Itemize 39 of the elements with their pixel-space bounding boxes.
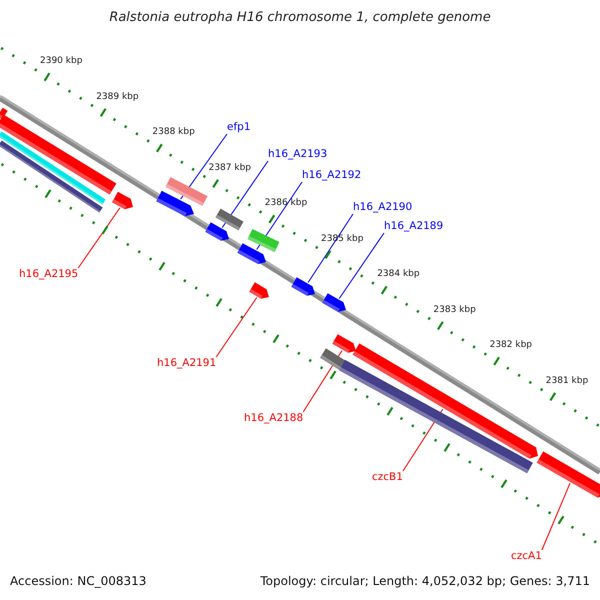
scale-label: 2388 kbp [152, 126, 195, 140]
gene-feature [205, 222, 229, 241]
gene-label: czcA1 [511, 550, 542, 563]
leader-line [216, 297, 258, 358]
gene-feature [322, 293, 346, 312]
leader-line [541, 482, 570, 550]
accession-text: Accession: NC_008313 [10, 575, 146, 588]
leader-line [222, 160, 268, 228]
scale-label: 2383 kbp [433, 304, 476, 317]
scale-label: 2382 kbp [490, 339, 532, 352]
gene-feature [536, 451, 600, 498]
gene-feature [112, 192, 133, 210]
gene-feature [332, 334, 356, 353]
gene-label: efp1 [227, 121, 251, 134]
scale-label: 2387 kbp [208, 162, 251, 175]
leader-line [180, 134, 228, 200]
leader-line [302, 350, 342, 412]
scale-label: 2384 kbp [377, 268, 420, 282]
gene-label: h16_A2188 [244, 412, 304, 425]
gene-feature [249, 282, 269, 299]
scale-label: 2389 kbp [96, 90, 139, 104]
map-title: Ralstonia eutropha H16 chromosome 1, complete genome [108, 11, 492, 24]
scale-label: 2390 kbp [40, 55, 82, 68]
gene-feature [237, 243, 266, 264]
gene-label: h16_A2189 [384, 220, 444, 233]
gene-label: czcB1 [372, 471, 403, 484]
gene-feature [291, 277, 315, 296]
scale-label: 2381 kbp [546, 374, 588, 388]
gene-label: h16_A2192 [302, 169, 362, 182]
gene-label: h16_A2195 [19, 268, 78, 281]
scale-label: 2386 kbp [264, 197, 308, 210]
gene-label: h16_A2191 [157, 357, 216, 370]
leader-line [338, 232, 384, 300]
gene-feature [156, 190, 194, 216]
gene-label: h16_A2193 [268, 148, 328, 161]
leader-line [78, 207, 120, 268]
gene-label: h16_A2190 [353, 201, 412, 214]
leader-line [308, 214, 354, 283]
genome-info-text: Topology: circular; Length: 4,052,032 bp; Genes: 3,711 [260, 575, 590, 588]
